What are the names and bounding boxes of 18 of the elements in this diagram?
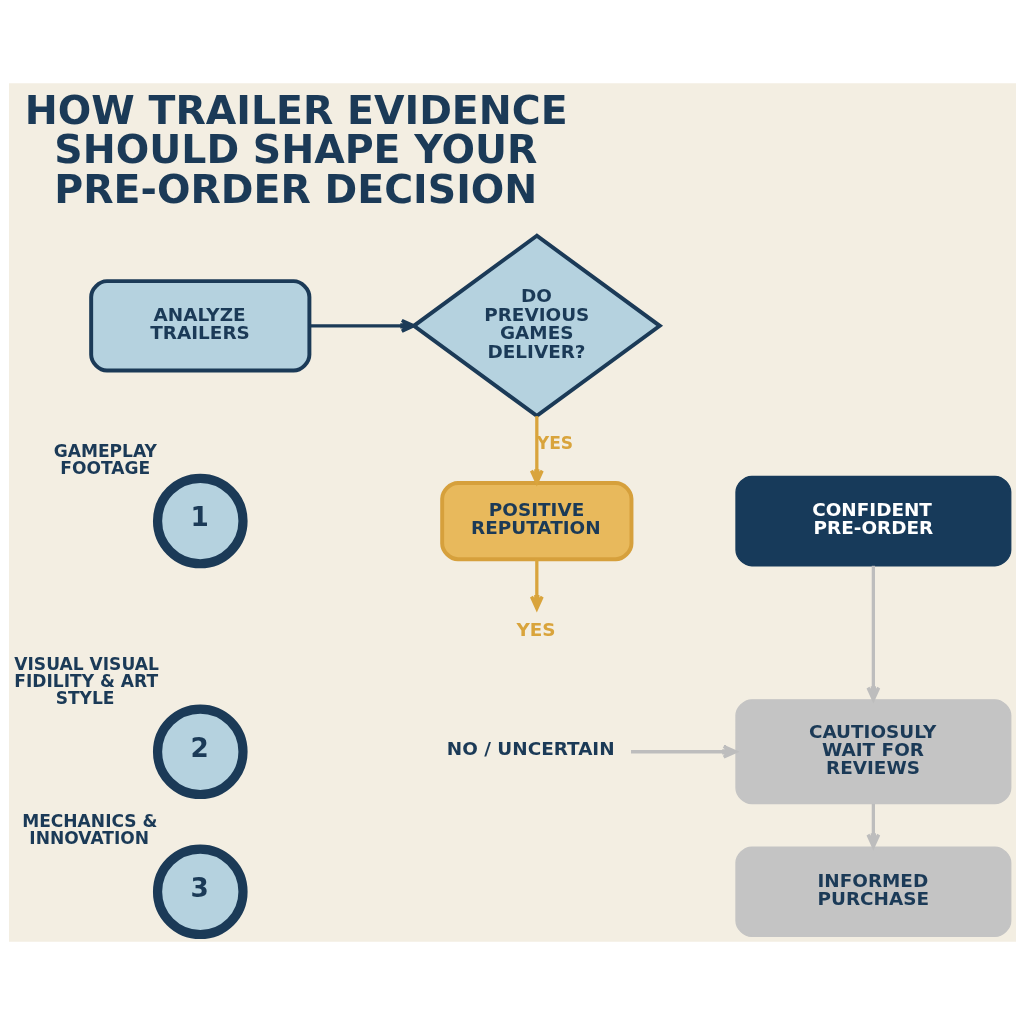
edge-label: YES (536, 432, 573, 453)
node-circle: 2 (152, 703, 248, 799)
diagram-title: HOW TRAILER EVIDENCE SHOULD SHAPE YOUR PRE-ORDER DECISION (24, 86, 568, 212)
node-box: ANALYZE TRAILERS (88, 278, 311, 372)
node-box: CAUTIOSULY WAIT FOR REVIEWS (734, 698, 1011, 804)
node-box: POSITIVE REPUTATION (439, 480, 633, 561)
node-box: CONFIDENT PRE-ORDER (734, 475, 1011, 566)
node-text: NO / UNCERTAIN (446, 737, 615, 759)
node-box: INFORMED PURCHASE (734, 845, 1011, 937)
arrow (865, 803, 880, 848)
arrow (865, 565, 880, 701)
node-circle: 1 (152, 473, 248, 568)
node-text: YES (515, 618, 556, 640)
arrow (630, 744, 737, 759)
arrow (529, 558, 544, 610)
node-circle: 3 (152, 843, 248, 939)
arrow (308, 318, 415, 333)
arrow (529, 415, 544, 484)
